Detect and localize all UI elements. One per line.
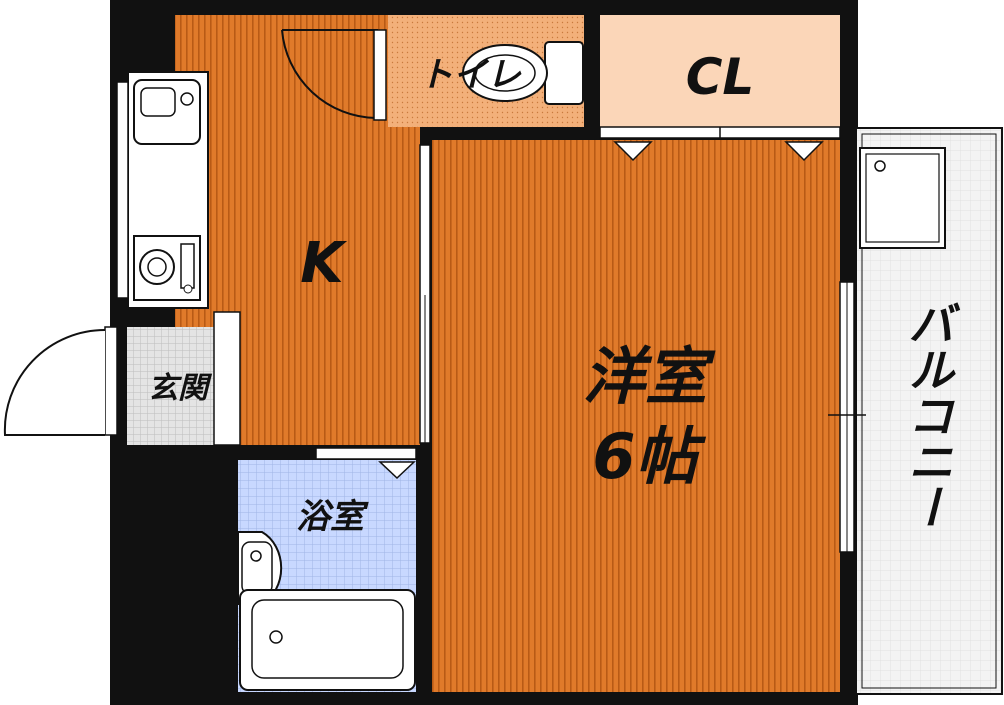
- bathroom-door-marker: [378, 461, 416, 480]
- toilet-door-leaf: [373, 29, 387, 121]
- entrance-door-swing: [3, 328, 106, 436]
- closet-door-marker-right: [784, 141, 824, 162]
- kitchen-label: K: [300, 231, 347, 296]
- closet-label: CL: [686, 48, 755, 106]
- bathtub: [239, 589, 416, 691]
- washing-machine-space: [859, 147, 946, 249]
- entrance-floor: [127, 327, 230, 445]
- entrance-door-leaf: [104, 326, 118, 436]
- entrance-step: [213, 311, 241, 446]
- toilet-label: トイレ: [419, 55, 522, 95]
- western-room-size-label: 6帖: [592, 420, 706, 493]
- entrance-label: 玄関: [148, 371, 213, 406]
- bathroom-door-rail: [315, 447, 417, 460]
- balcony-label: バルコニー: [901, 300, 955, 530]
- kitchen-floor-lower: [240, 305, 420, 445]
- closet-door-marker-left: [613, 141, 653, 162]
- toilet-fixture: [462, 41, 584, 105]
- kitchen-counter: [116, 71, 209, 309]
- western-room-label: 洋室: [583, 340, 716, 413]
- kitchen-door-swing: [281, 29, 377, 119]
- western-room-floor: [432, 140, 840, 692]
- bathroom-label: 浴室: [296, 497, 369, 537]
- closet-floor: [600, 15, 840, 127]
- washbasin: [237, 531, 283, 605]
